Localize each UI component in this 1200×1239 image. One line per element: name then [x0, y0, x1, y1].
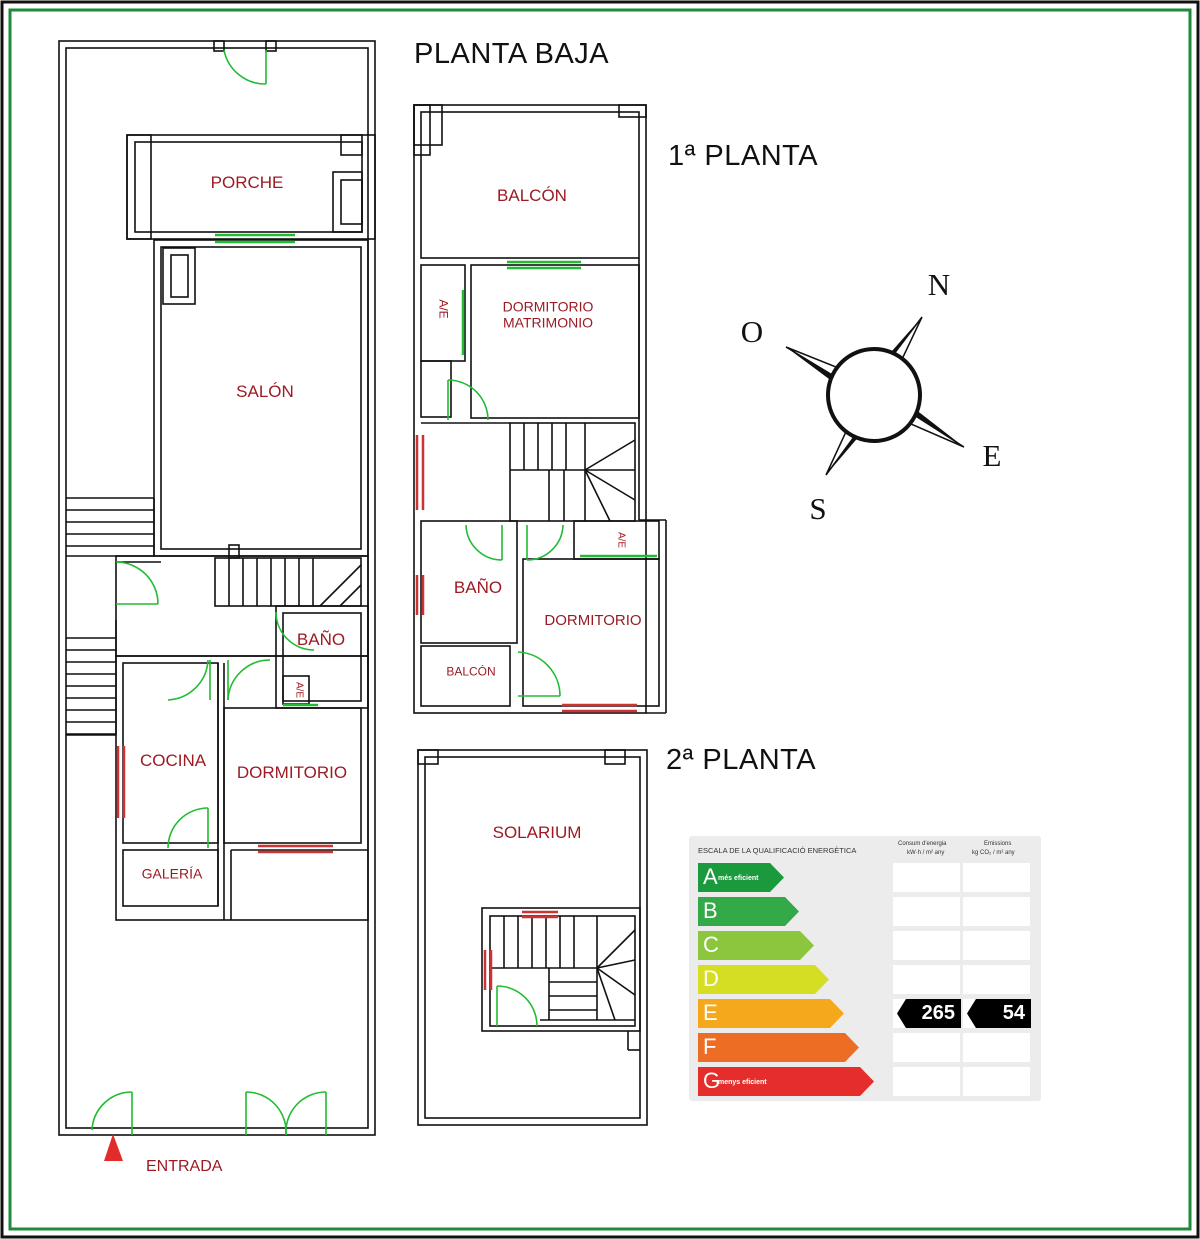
room-dormitorio-matrimonio-line1: DORMITORIO — [502, 298, 594, 315]
ground-floor-plan — [58, 40, 376, 1136]
energy-class-subtitle: menys eficient — [718, 1079, 767, 1086]
room-ave-ground: A/E — [293, 681, 305, 699]
room-cocina: COCINA — [139, 751, 207, 771]
energy-class-row-c: C — [698, 931, 814, 960]
energy-class-letter: C — [703, 932, 719, 957]
compass-east-label: E — [982, 438, 1002, 473]
energy-emissions-cell — [963, 1067, 1030, 1096]
energy-class-letter: G — [703, 1068, 721, 1093]
inner-border — [8, 8, 1192, 1231]
ground-floor-title: PLANTA BAJA — [414, 38, 610, 70]
energy-class-subtitle: més eficient — [718, 875, 759, 882]
room-galeria: GALERÍA — [141, 865, 203, 882]
energy-class-arrow-b — [698, 897, 799, 926]
energy-consumption-cell — [893, 931, 960, 960]
compass-west-label: O — [740, 314, 764, 349]
second-floor-plan — [417, 749, 648, 1126]
energy-class-letter: D — [703, 966, 719, 991]
compass-north-label: N — [927, 267, 951, 302]
energy-consumption-header-2: kW·h / m² any — [907, 850, 945, 856]
energy-consumption-cell — [893, 863, 960, 892]
first-floor-plan — [413, 104, 667, 714]
first-floor-openings — [415, 260, 657, 713]
energy-emissions-cell — [963, 931, 1030, 960]
energy-emissions-cell — [963, 863, 1030, 892]
room-dormitorio-ground: DORMITORIO — [236, 763, 348, 783]
room-balcon-bottom: BALCÓN — [446, 664, 496, 679]
energy-class-letter: E — [703, 1000, 718, 1025]
energy-emissions-cell — [963, 1033, 1030, 1062]
energy-consumption-header-1: Consum d'energia — [898, 841, 947, 847]
second-floor-openings — [483, 910, 558, 1027]
energy-class-row-e: E — [698, 999, 844, 1028]
energy-consumption-cell — [893, 1033, 960, 1062]
compass-south-label: S — [809, 491, 827, 526]
energy-scale-title: ESCALA DE LA QUALIFICACIÓ ENERGÈTICA — [698, 846, 857, 855]
room-bano-first: BAÑO — [453, 578, 503, 598]
energy-class-arrow-c — [698, 931, 814, 960]
room-salon: SALÓN — [236, 382, 294, 402]
room-dormitorio-first: DORMITORIO — [544, 612, 642, 630]
compass-rose-icon — [785, 316, 965, 476]
energy-consumption-value: 265 — [897, 999, 961, 1028]
room-solarium: SOLARIUM — [492, 823, 582, 843]
room-ave-first-right: A/E — [615, 531, 627, 549]
energy-emissions-header-2: kg CO₂ / m² any — [972, 850, 1015, 856]
energy-rating-label: ESCALA DE LA QUALIFICACIÓ ENERGÈTICA Con… — [689, 836, 1041, 1101]
energy-consumption-cell — [893, 897, 960, 926]
ground-floor-openings — [91, 49, 333, 1136]
room-porche: PORCHE — [210, 173, 284, 193]
energy-class-arrow-g — [698, 1067, 874, 1096]
energy-emissions-cell — [963, 897, 1030, 926]
energy-class-arrow-f — [698, 1033, 859, 1062]
energy-class-letter: A — [703, 864, 718, 889]
room-balcon-top: BALCÓN — [497, 186, 567, 206]
energy-emissions-header-1: Emissions — [984, 841, 1012, 847]
energy-class-arrow-d — [698, 965, 829, 994]
energy-class-row-d: D — [698, 965, 829, 994]
energy-consumption-cell — [893, 965, 960, 994]
room-dormitorio-matrimonio-line2: MATRIMONIO — [503, 314, 593, 331]
energy-class-letter: F — [703, 1034, 717, 1059]
energy-class-row-f: F — [698, 1033, 859, 1062]
entrance-arrow-icon — [104, 1134, 123, 1161]
energy-class-arrow-a — [698, 863, 784, 892]
room-ave-first-left: A/E — [436, 299, 451, 319]
energy-consumption-cell — [893, 1067, 960, 1096]
second-floor-title: 2ª PLANTA — [666, 744, 817, 776]
energy-class-letter: B — [703, 898, 718, 923]
first-floor-title: 1ª PLANTA — [668, 140, 819, 172]
energy-emissions-value: 54 — [967, 999, 1031, 1028]
energy-class-row-b: B — [698, 897, 799, 926]
energy-emissions-cell — [963, 965, 1030, 994]
entrance-label: ENTRADA — [146, 1158, 223, 1175]
room-bano-ground: BAÑO — [296, 630, 346, 650]
energy-class-arrow-e — [698, 999, 844, 1028]
